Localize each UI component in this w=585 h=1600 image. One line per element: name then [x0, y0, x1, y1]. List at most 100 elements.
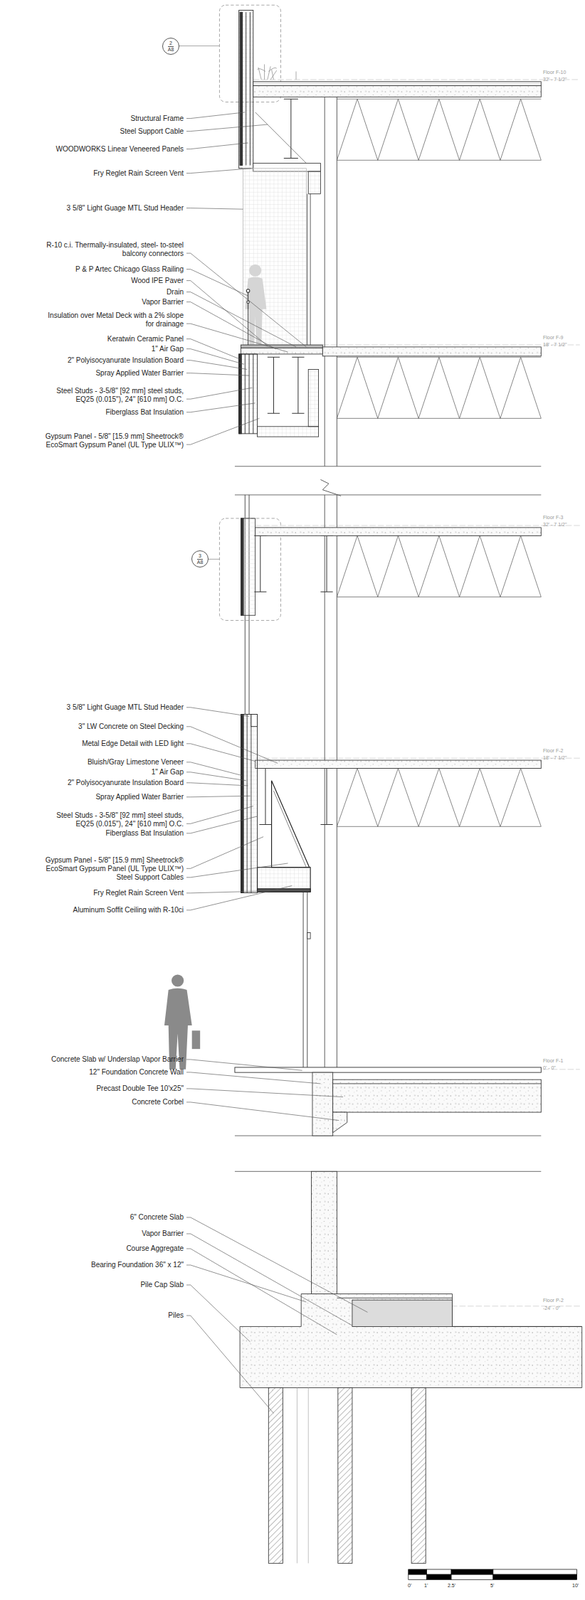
leader-line — [186, 727, 278, 765]
limestone-wall — [241, 714, 258, 894]
steel-column — [324, 96, 326, 467]
pile — [296, 1389, 309, 1565]
callout-label: Insulation over Metal Deck with a 2% slo… — [41, 311, 184, 329]
floor-slab — [255, 528, 542, 770]
steel-beam — [291, 357, 304, 414]
callout-label: Vapor Barrier — [141, 298, 184, 307]
spandrel-wall — [249, 354, 250, 435]
level-mark: Floor F-10 — [543, 69, 566, 76]
leader-line — [186, 403, 256, 413]
parapet-wall — [239, 9, 254, 168]
leader-line — [186, 1073, 321, 1085]
spandrel-wall — [239, 354, 242, 435]
callout-label: Steel Studs - 3-5/8" [92 mm] steel studs… — [41, 812, 184, 829]
storefront-window — [303, 892, 304, 1069]
steel-column — [336, 96, 338, 467]
leader-line — [186, 708, 250, 718]
level-line — [322, 345, 581, 346]
leader-line — [186, 208, 243, 210]
leader-line — [186, 863, 289, 879]
callout-label: Fry Reglet Rain Screen Vent — [93, 889, 184, 899]
callout-label: 3" LW Concrete on Steel Decking — [78, 723, 184, 732]
scale-bar — [493, 1570, 578, 1576]
callout-label: R-10 c.i. Thermally-insulated, steel- to… — [41, 241, 184, 258]
glazing — [306, 194, 308, 346]
steel-column — [320, 479, 341, 497]
spandrel-wall — [252, 354, 254, 435]
spandrel-wall — [239, 354, 258, 435]
callout-label: Gypsum Panel - 5/8" [15.9 mm] Sheetrock®… — [41, 432, 184, 450]
foundation-wall — [312, 1073, 541, 1137]
balcony-slab — [322, 347, 541, 357]
steel-truss — [336, 535, 541, 598]
callout-label: Structural Frame — [130, 114, 184, 124]
spandrel-wall — [239, 354, 258, 435]
person-silhouette — [164, 975, 200, 1070]
leader-line — [186, 339, 240, 360]
limestone-wall — [241, 714, 258, 894]
leader-line — [186, 269, 249, 297]
curtain-wall — [241, 518, 245, 616]
level-mark: 0' - 0" — [543, 1066, 556, 1072]
leader-line — [186, 1234, 353, 1327]
callout-label: Bearing Foundation 36" x 12" — [91, 1261, 184, 1271]
person-silhouette — [249, 264, 262, 277]
leader-line — [186, 302, 276, 350]
storefront-window — [306, 892, 308, 1069]
leader-line — [186, 1060, 303, 1072]
scale-bar — [451, 1575, 494, 1581]
roof-slab — [253, 81, 542, 87]
limestone-wall — [251, 714, 258, 727]
glass-railing — [246, 288, 250, 346]
callout-label: Metal Edge Detail with LED light — [81, 740, 184, 749]
leader-line — [186, 891, 274, 894]
scale-label: 10' — [572, 1584, 579, 1590]
leader-line — [186, 292, 297, 348]
sheet-number: A8 — [195, 560, 205, 566]
callout-label: 2" Polyisocyanurate Insulation Board — [67, 356, 184, 366]
foundation-wall — [333, 1083, 542, 1085]
level-mark: 32' - 7 1/2" — [543, 522, 567, 529]
scale-bar — [408, 1570, 428, 1576]
level-mark: 18' - 7 1/2" — [543, 755, 567, 762]
leader-line — [186, 837, 264, 870]
soffit — [257, 889, 312, 893]
callout-label: Aluminum Soffit Ceiling with R-10ci — [73, 906, 184, 916]
leader-line — [186, 112, 245, 119]
soffit — [257, 868, 312, 893]
leader-line — [186, 281, 268, 347]
leader-line — [186, 1266, 307, 1304]
leader-line — [186, 168, 252, 174]
green-roof — [257, 64, 297, 80]
level-mark: 18' - 7 1/2" — [543, 342, 567, 349]
leader-line — [186, 373, 250, 376]
leader-line — [186, 124, 268, 131]
steel-truss — [336, 357, 541, 419]
callout-label: Gypsum Panel - 5/8" [15.9 mm] Sheetrock®… — [41, 856, 184, 874]
callout-label: Steel Studs - 3-5/8" [92 mm] steel studs… — [41, 387, 184, 404]
level-mark: Floor F-3 — [543, 515, 563, 521]
steel-beam — [320, 535, 333, 593]
detail-callout: 3A8 — [191, 550, 209, 568]
steel-beam — [259, 769, 272, 826]
pile — [338, 1389, 353, 1565]
callout-label: Concrete Corbel — [131, 1098, 184, 1108]
callout-label: Precast Double Tee 10'x25" — [96, 1085, 184, 1094]
foundation — [336, 1298, 452, 1300]
scale-bar — [427, 1570, 452, 1576]
steel-beam — [267, 357, 280, 414]
scale-bar — [427, 1575, 452, 1581]
leader-line — [186, 1089, 344, 1099]
leader-line — [186, 1218, 368, 1314]
soffit — [257, 781, 312, 893]
scale-bar — [408, 1570, 578, 1581]
level-line — [255, 758, 581, 760]
break-line — [234, 466, 541, 1173]
level-mark: Floor F-1 — [543, 1058, 563, 1065]
green-roof — [296, 71, 297, 79]
steel-beam — [254, 535, 267, 593]
callout-label: 6" Concrete Slab — [130, 1214, 184, 1223]
curtain-wall — [241, 495, 256, 716]
